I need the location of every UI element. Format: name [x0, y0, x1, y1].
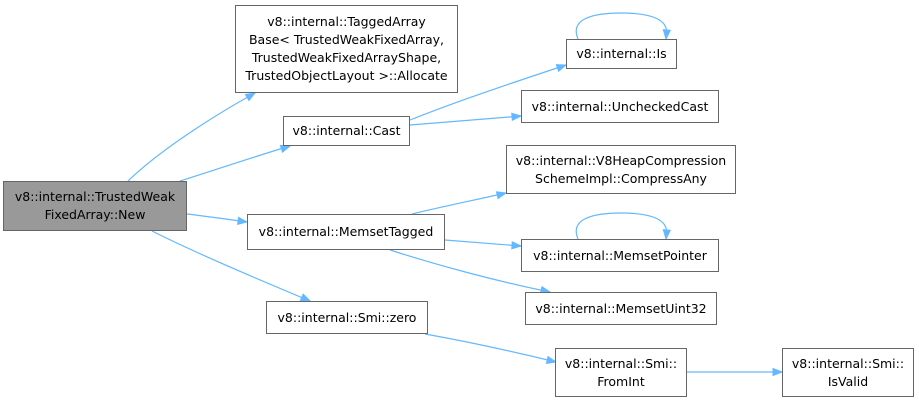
edge-new-memset-arrowhead	[237, 216, 249, 226]
node-line: v8::internal::UncheckedCast	[531, 98, 709, 114]
edge-new-smizero	[151, 230, 311, 302]
node-line: v8::internal::MemsetTagged	[258, 224, 434, 239]
node-uncheckedcast[interactable]: v8::internal::UncheckedCast	[521, 90, 719, 123]
edge-cast-is	[409, 64, 567, 121]
edge-memset-compress-arrowhead	[495, 191, 508, 200]
node-line: v8::internal::MemsetPointer	[533, 247, 707, 263]
node-smi-fromint[interactable]: v8::internal::Smi:: FromInt	[555, 348, 687, 397]
node-line: Base< TrustedWeakFixedArray,	[248, 32, 445, 47]
node-line: FromInt	[597, 373, 645, 389]
edge-new-allocate-arrowhead	[244, 92, 257, 102]
node-line: IsValid	[827, 373, 869, 389]
edge-new-allocate	[127, 92, 256, 182]
edge-smizero-fromint-arrowhead	[545, 355, 558, 364]
edge-mptr-self	[575, 212, 668, 240]
edge-memset-muint	[389, 249, 551, 293]
edge-is-self-arrowhead	[662, 29, 672, 41]
node-taggedarraybase-allocate[interactable]: v8::internal::TaggedArray Base< TrustedW…	[235, 5, 458, 93]
node-smi-isvalid[interactable]: v8::internal::Smi:: IsValid	[782, 348, 914, 397]
node-line: FixedArray::New	[44, 207, 146, 222]
edge-cast-is-arrowhead	[555, 64, 568, 73]
node-line: v8::internal::Smi::	[564, 355, 678, 371]
edge-smizero-fromint	[424, 333, 557, 363]
node-line: v8::internal::Smi::zero	[277, 309, 417, 325]
edge-cast-unchecked-arrowhead	[511, 112, 523, 122]
edge-is-self	[575, 12, 668, 40]
edge-memset-mptr-arrowhead	[511, 241, 523, 250]
node-line: v8::internal::Cast	[292, 123, 401, 138]
node-cast[interactable]: v8::internal::Cast	[283, 116, 410, 146]
edge-cast-unchecked	[409, 115, 522, 126]
node-line: TrustedWeakFixedArrayShape,	[251, 50, 442, 65]
node-line: v8::internal::MemsetUint32	[535, 300, 707, 316]
node-compressany[interactable]: v8::internal::V8HeapCompression SchemeIm…	[506, 145, 736, 194]
edge-memset-compress	[411, 192, 507, 215]
edge-new-smizero-arrowhead	[299, 293, 312, 302]
node-memsettagged[interactable]: v8::internal::MemsetTagged	[247, 214, 445, 250]
node-memsetpointer[interactable]: v8::internal::MemsetPointer	[521, 239, 719, 272]
node-memsetuint32[interactable]: v8::internal::MemsetUint32	[525, 292, 717, 325]
node-line: v8::internal::Is	[576, 46, 667, 61]
edge-memset-mptr	[444, 239, 522, 247]
edge-fromint-isvalid-arrowhead	[772, 367, 784, 377]
node-is[interactable]: v8::internal::Is	[566, 39, 677, 69]
edge-new-cast	[179, 145, 291, 182]
node-line: v8::internal::Smi::	[791, 355, 905, 371]
node-line: TrustedObjectLayout >::Allocate	[245, 68, 448, 83]
edge-mptr-self-arrowhead	[662, 229, 672, 241]
node-smi-zero[interactable]: v8::internal::Smi::zero	[266, 301, 428, 334]
node-line: v8::internal::TrustedWeak	[14, 189, 176, 204]
node-trustedweakfixedarray-new: v8::internal::TrustedWeak FixedArray::Ne…	[3, 181, 187, 231]
node-line: SchemeImpl::CompressAny	[535, 170, 707, 186]
node-line: v8::internal::V8HeapCompression	[515, 152, 727, 168]
node-line: v8::internal::TaggedArray	[267, 14, 426, 29]
